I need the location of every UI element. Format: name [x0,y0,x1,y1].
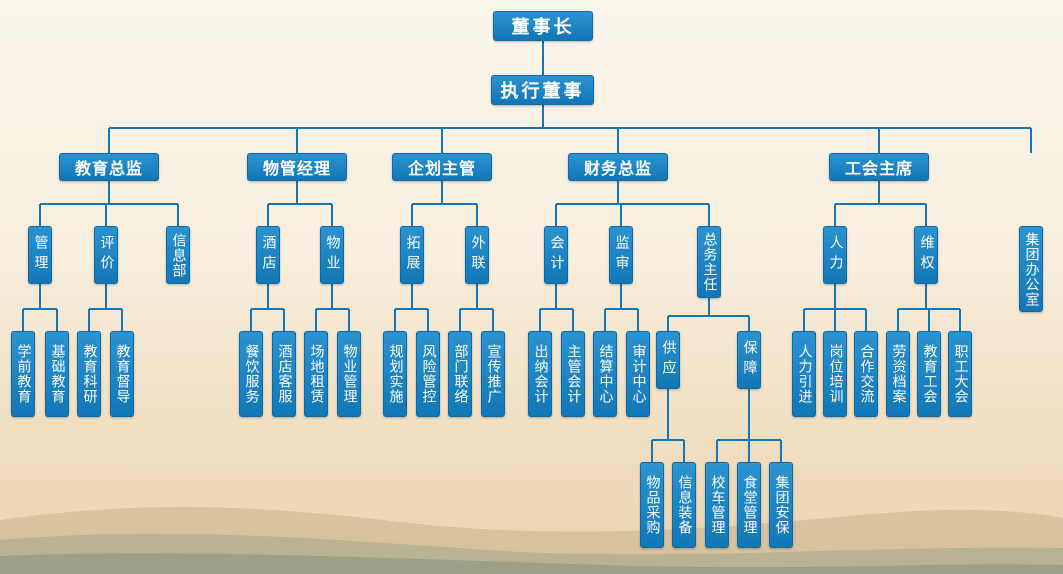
item-chief-accounting: 主管会计 [561,331,585,417]
sub-human-resources: 人力 [823,226,847,284]
item-job-training: 岗位培训 [823,331,847,417]
item-education-research: 教育科研 [77,331,101,417]
dept-union-chairman-label: 工会主席 [844,159,913,178]
item-property-management-label: 物业管理 [341,344,358,404]
item-canteen-management-label: 食堂管理 [741,475,758,535]
item-risk-control: 风险管控 [416,331,440,417]
sub-rights-protection-label: 维权 [918,235,935,275]
item-labor-archives-label: 劳资档案 [890,344,907,404]
item-hotel-customer-service: 酒店客服 [272,331,296,417]
sub-hotel-label: 酒店 [260,235,277,275]
item-talent-recruitment-label: 人力引进 [796,344,813,404]
dept-finance-director: 财务总监 [568,153,668,181]
sub-hotel: 酒店 [256,226,280,284]
item-goods-procurement-label: 物品采购 [644,475,661,535]
sub-rights-protection: 维权 [914,226,938,284]
item-talent-recruitment: 人力引进 [792,331,816,417]
item-labor-archives: 劳资档案 [886,331,910,417]
item-hotel-customer-service-label: 酒店客服 [276,344,293,404]
item-preschool-education: 学前教育 [11,331,35,417]
dept-planning-supervisor: 企划主管 [392,153,492,181]
item-department-liaison-label: 部门联络 [452,344,469,404]
item-property-management: 物业管理 [337,331,361,417]
sub-expansion: 拓展 [400,226,424,284]
item-preschool-education-label: 学前教育 [15,344,32,404]
item-education-supervision-label: 教育督导 [114,344,131,404]
item-publicity-promotion-label: 宣传推广 [485,344,502,404]
item-cooperation-exchange: 合作交流 [854,331,878,417]
item-planning-implementation-label: 规划实施 [387,344,404,404]
item-settlement-center: 结算中心 [593,331,617,417]
item-staff-congress: 职工大会 [948,331,972,417]
item-audit-center-label: 审计中心 [630,344,647,404]
sub-evaluation: 评价 [94,226,118,284]
item-planning-implementation: 规划实施 [383,331,407,417]
item-catering-service-label: 餐饮服务 [243,344,260,404]
item-school-bus-management: 校车管理 [705,462,729,548]
sub-property: 物业 [320,226,344,284]
item-education-research-label: 教育科研 [81,344,98,404]
group-support: 保障 [737,331,761,389]
executive-director-box: 执行董事 [491,75,594,105]
dept-finance-director-label: 财务总监 [583,159,652,178]
group-office-label: 集团办公室 [1023,231,1040,307]
sub-audit: 监审 [609,226,633,284]
executive-director-label: 执行董事 [500,81,585,102]
sub-external-relations: 外联 [465,226,489,284]
item-chief-accounting-label: 主管会计 [565,344,582,404]
dept-property-manager: 物管经理 [247,153,347,181]
item-education-union-label: 教育工会 [921,344,938,404]
sub-information-dept-label: 信息部 [170,232,187,278]
sub-property-label: 物业 [324,235,341,275]
item-venue-rental: 场地租赁 [304,331,328,417]
item-staff-congress-label: 职工大会 [952,344,969,404]
dept-planning-supervisor-label: 企划主管 [407,159,476,178]
item-basic-education-label: 基础教育 [49,344,66,404]
item-information-equipment-label: 信息装备 [676,475,693,535]
dept-union-chairman: 工会主席 [829,153,929,181]
item-education-union: 教育工会 [917,331,941,417]
item-department-liaison: 部门联络 [448,331,472,417]
sub-accounting: 会计 [544,226,568,284]
dept-property-manager-label: 物管经理 [262,159,331,178]
item-group-security-label: 集团安保 [773,475,790,535]
group-support-label: 保障 [741,340,758,380]
sub-expansion-label: 拓展 [404,235,421,275]
item-canteen-management: 食堂管理 [737,462,761,548]
item-basic-education: 基础教育 [45,331,69,417]
sub-management-label: 管理 [32,235,49,275]
group-office-box: 集团办公室 [1019,226,1043,312]
sub-general-affairs-label: 总务主任 [701,232,718,292]
sub-information-dept: 信息部 [166,226,190,284]
sub-evaluation-label: 评价 [98,235,115,275]
item-group-security: 集团安保 [769,462,793,548]
item-publicity-promotion: 宣传推广 [481,331,505,417]
item-settlement-center-label: 结算中心 [597,344,614,404]
sub-management: 管理 [28,226,52,284]
item-catering-service: 餐饮服务 [239,331,263,417]
item-risk-control-label: 风险管控 [420,344,437,404]
item-cashier-accounting-label: 出纳会计 [532,344,549,404]
group-supply-label: 供应 [660,340,677,380]
item-education-supervision: 教育督导 [110,331,134,417]
item-job-training-label: 岗位培训 [827,344,844,404]
sub-audit-label: 监审 [613,235,630,275]
dept-education-director: 教育总监 [59,153,159,181]
sub-human-resources-label: 人力 [827,235,844,275]
item-cashier-accounting: 出纳会计 [528,331,552,417]
item-goods-procurement: 物品采购 [640,462,664,548]
sub-external-relations-label: 外联 [469,235,486,275]
item-audit-center: 审计中心 [626,331,650,417]
group-supply: 供应 [656,331,680,389]
chairman-box: 董事长 [493,11,593,41]
chairman-label: 董事长 [511,17,575,38]
item-school-bus-management-label: 校车管理 [709,475,726,535]
item-cooperation-exchange-label: 合作交流 [858,344,875,404]
sub-general-affairs: 总务主任 [697,226,721,298]
sub-accounting-label: 会计 [548,235,565,275]
item-information-equipment: 信息装备 [672,462,696,548]
item-venue-rental-label: 场地租赁 [308,344,325,404]
dept-education-director-label: 教育总监 [74,159,143,178]
